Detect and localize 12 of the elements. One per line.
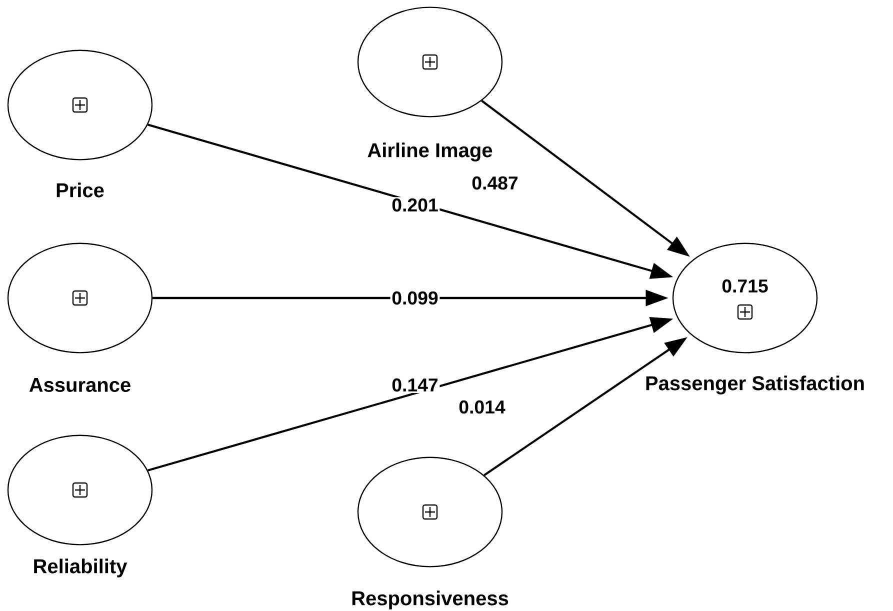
construct-label: Reliability [34, 558, 128, 578]
construct-label: Price [56, 182, 104, 198]
construct-label: Assurance [29, 378, 130, 392]
edge-label: 0.487 [470, 175, 520, 191]
edge-label: 0.147 [390, 377, 440, 393]
edge-label: 0.201 [390, 197, 440, 213]
edge-label: 0.014 [457, 399, 507, 415]
construct-label: Passenger Satisfaction [646, 376, 864, 394]
value-label: 0.715 [722, 279, 768, 293]
construct-label: Responsiveness [352, 590, 508, 610]
edge-label: 0.099 [390, 290, 440, 306]
construct-label: Airline Image [368, 142, 492, 162]
